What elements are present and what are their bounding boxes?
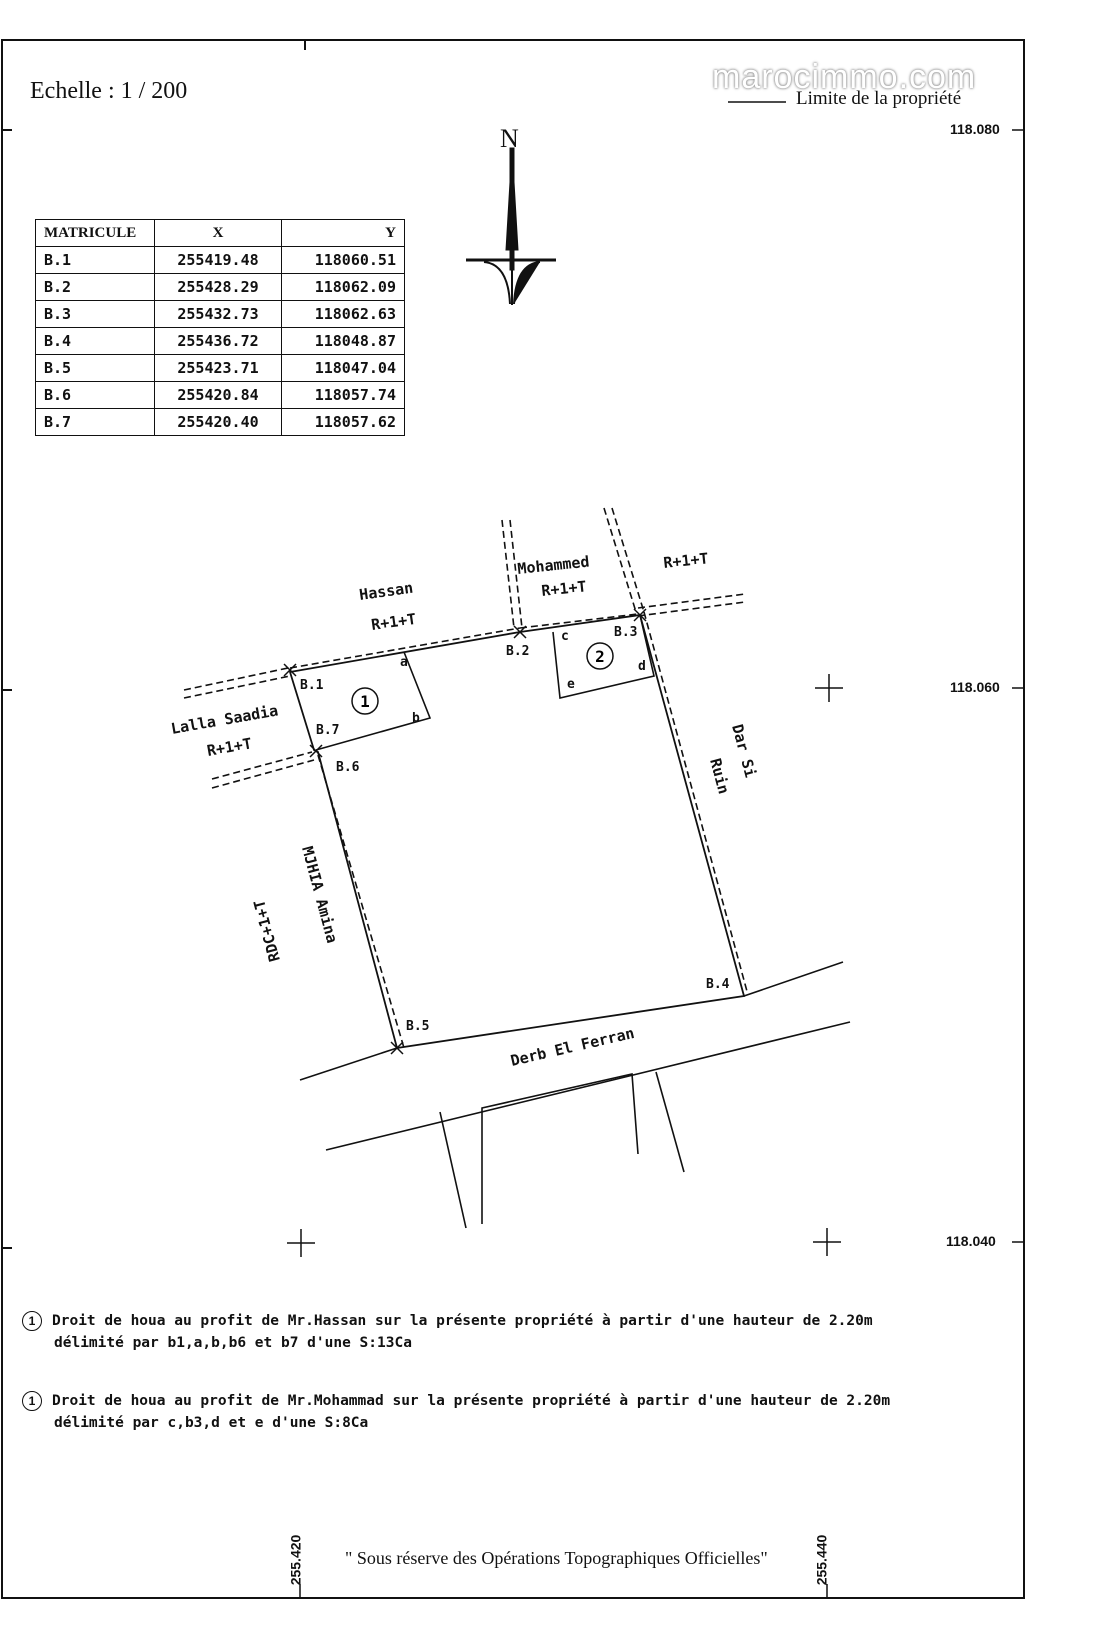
point-label-b5: B.5 <box>406 1019 429 1034</box>
street-lines <box>299 961 851 1229</box>
servitude-note-2: 1 Droit de houa au profit de Mr.Mohammad … <box>22 1390 890 1434</box>
footer-disclaimer: " Sous réserve des Opérations Topographi… <box>345 1548 768 1568</box>
cell-y: 118057.62 <box>281 408 405 436</box>
zone-1-number: 1 <box>360 692 370 711</box>
grid-cross <box>287 674 843 1257</box>
table-row: B.7 255420.40 118057.62 <box>35 408 405 436</box>
note-number: 1 <box>22 1391 42 1411</box>
servitude-note-1: 1 Droit de houa au profit de Mr.Hassan su… <box>22 1310 873 1354</box>
point-label-b6: B.6 <box>336 760 360 775</box>
table-row: B.3 255432.73 118062.63 <box>35 300 405 328</box>
grid-label-y-mid: 118.060 <box>950 679 1000 695</box>
note-line-1: Droit de houa au profit de Mr.Mohammad s… <box>52 1393 891 1409</box>
cell-matricule: B.1 <box>35 246 155 274</box>
plan-frame <box>1 39 1025 1599</box>
point-label-c: c <box>561 629 569 644</box>
grid-label-x-right: 255.440 <box>813 1534 830 1586</box>
note-line-1: Droit de houa au profit de Mr.Hassan sur… <box>52 1313 873 1329</box>
point-label-d: d <box>638 659 646 674</box>
point-label-b3: B.3 <box>614 625 637 640</box>
grid-label-x-left: 255.420 <box>287 1534 304 1586</box>
table-row: B.6 255420.84 118057.74 <box>35 381 405 409</box>
cell-y: 118060.51 <box>281 246 405 274</box>
point-label-b1: B.1 <box>300 678 324 693</box>
header-matricule: MATRICULE <box>35 219 155 247</box>
cell-x: 255423.71 <box>154 354 282 382</box>
neighbor-mohammed-height: R+1+T <box>541 577 588 600</box>
neighbor-dar-si: Dar Si <box>728 722 759 779</box>
table-row: B.4 255436.72 118048.87 <box>35 327 405 355</box>
header-y: Y <box>281 219 405 247</box>
neighbor-amina: MJHIA Amina <box>298 844 341 945</box>
cell-matricule: B.2 <box>35 273 155 301</box>
neighbor-boundaries <box>183 507 749 1049</box>
neighbor-lalla-saadia: Lalla Saadia <box>170 701 280 738</box>
point-label-b7: B.7 <box>316 723 339 738</box>
neighbor-mohammed: Mohammed <box>517 553 591 578</box>
cell-matricule: B.4 <box>35 327 155 355</box>
cell-matricule: B.5 <box>35 354 155 382</box>
table-row: B.5 255423.71 118047.04 <box>35 354 405 382</box>
cell-y: 118048.87 <box>281 327 405 355</box>
cell-x: 255420.40 <box>154 408 282 436</box>
zone-marker-2: 2 <box>586 642 614 670</box>
note-line-2: délimité par c,b3,d et e d'une S:8Ca <box>54 1415 369 1431</box>
point-label-a: a <box>400 655 408 670</box>
point-label-b2: B.2 <box>506 644 529 659</box>
cell-matricule: B.6 <box>35 381 155 409</box>
property-boundary <box>288 613 746 1050</box>
point-label-b4: B.4 <box>706 977 730 992</box>
cell-y: 118047.04 <box>281 354 405 382</box>
neighbor-amina-height: RDC+1+T <box>250 898 284 964</box>
cell-x: 255419.48 <box>154 246 282 274</box>
neighbor-east-height: R+1+T <box>663 549 710 572</box>
servitude-areas <box>315 614 655 751</box>
table-header-row: MATRICULE X Y <box>35 219 405 247</box>
neighbor-ruin: Ruin <box>706 756 733 796</box>
north-arrow <box>466 147 556 305</box>
cell-y: 118062.63 <box>281 300 405 328</box>
scale-label: Echelle : 1 / 200 <box>30 78 188 104</box>
neighbor-lalla-height: R+1+T <box>206 734 254 760</box>
cell-matricule: B.3 <box>35 300 155 328</box>
zone-2-number: 2 <box>595 647 605 666</box>
cell-x: 255420.84 <box>154 381 282 409</box>
cell-y: 118062.09 <box>281 273 405 301</box>
legend-label: Limite de la propriété <box>796 88 962 109</box>
street-name: Derb El Ferran <box>509 1024 636 1070</box>
note-line-2: délimité par b1,a,b,b6 et b7 d'une S:13C… <box>54 1335 412 1351</box>
cell-y: 118057.74 <box>281 381 405 409</box>
north-label: N <box>500 124 519 153</box>
table-row: B.1 255419.48 118060.51 <box>35 246 405 274</box>
header-x: X <box>154 219 282 247</box>
cell-matricule: B.7 <box>35 408 155 436</box>
neighbor-hassan: Hassan <box>358 579 414 604</box>
neighbor-hassan-height: R+1+T <box>370 610 417 634</box>
note-number: 1 <box>22 1311 42 1331</box>
grid-label-y-bottom: 118.040 <box>946 1233 996 1249</box>
cell-x: 255436.72 <box>154 327 282 355</box>
point-label-b: b <box>412 711 420 726</box>
zone-marker-1: 1 <box>351 687 379 715</box>
cell-x: 255428.29 <box>154 273 282 301</box>
table-row: B.2 255428.29 118062.09 <box>35 273 405 301</box>
grid-label-y-top: 118.080 <box>950 121 1000 137</box>
coordinates-table: MATRICULE X Y B.1 255419.48 118060.51 B.… <box>35 219 405 436</box>
watermark: marocimmo.com <box>712 58 977 96</box>
cell-x: 255432.73 <box>154 300 282 328</box>
point-label-e: e <box>567 677 575 692</box>
